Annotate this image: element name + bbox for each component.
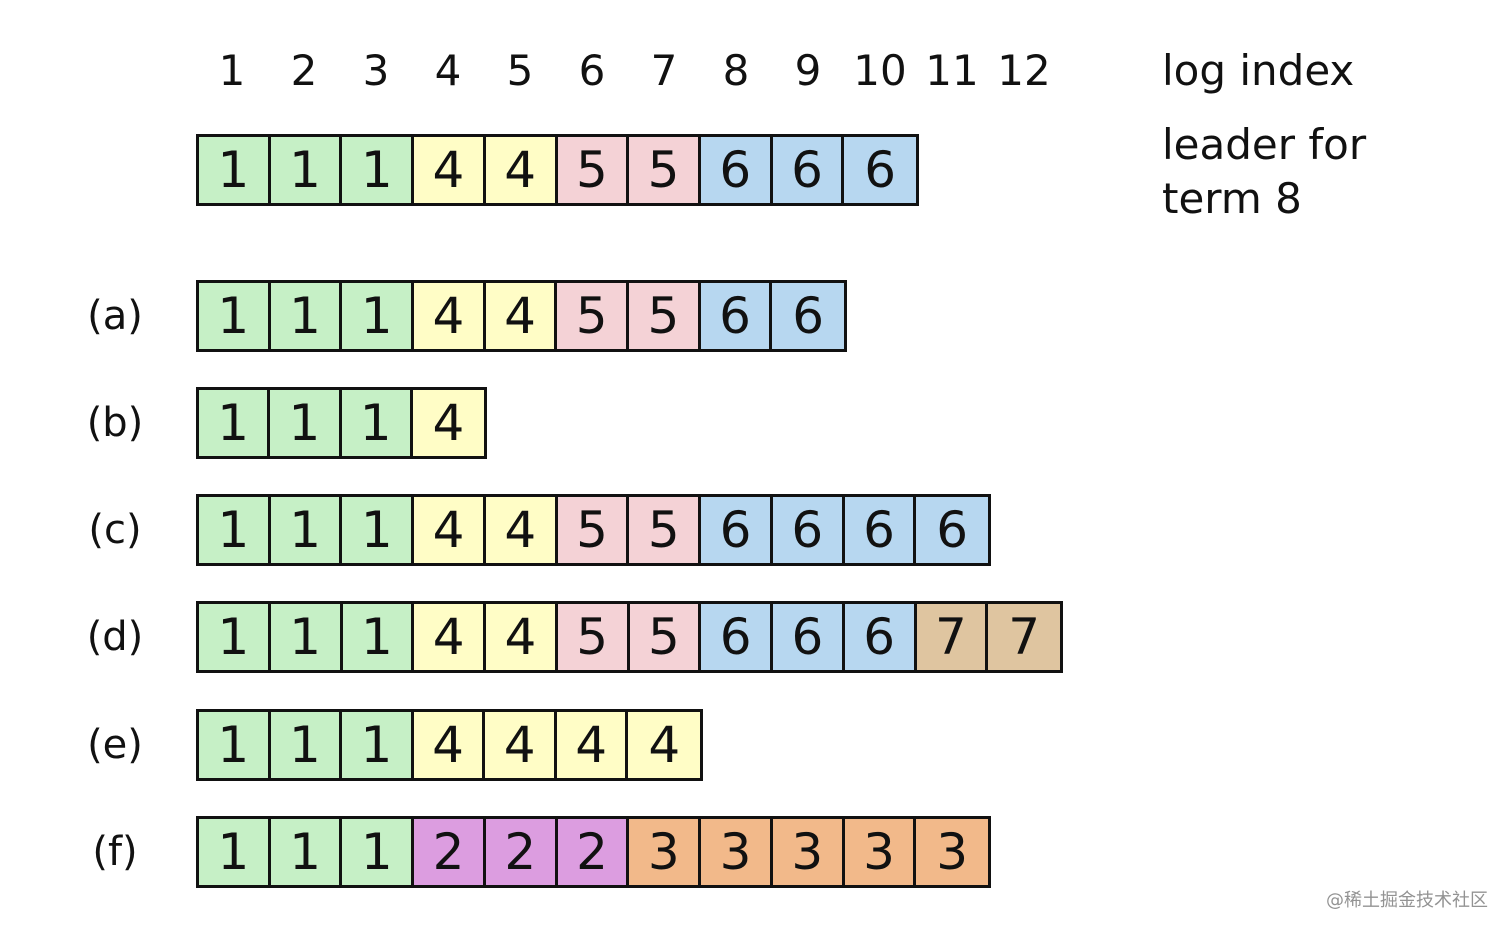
log-entry: 5 (629, 283, 701, 349)
log-entry: 1 (342, 497, 415, 563)
log-entry: 6 (772, 283, 845, 349)
log-index-number: 6 (578, 46, 606, 95)
log-entry: 1 (199, 283, 271, 349)
log-entry: 1 (342, 819, 415, 885)
log-entry: 6 (844, 137, 917, 203)
log-entry: 4 (413, 712, 486, 778)
log-entry: 7 (988, 604, 1060, 670)
log-entry: 3 (701, 819, 773, 885)
server-label: (c) (88, 507, 142, 553)
log-entry: 6 (773, 604, 845, 670)
server-label: (a) (87, 293, 143, 339)
log-entry: 1 (270, 712, 343, 778)
log-entry: 1 (270, 819, 343, 885)
log-entry: 1 (270, 137, 343, 203)
log-entry: 4 (414, 604, 486, 670)
log-entry: 2 (485, 819, 558, 885)
log-entry: 6 (701, 497, 773, 563)
log-entry: 1 (270, 604, 343, 670)
log-entry: 1 (270, 390, 342, 456)
log-entry: 7 (916, 604, 989, 670)
log-index-number: 10 (853, 46, 907, 95)
log-entry: 3 (844, 819, 917, 885)
server-label: (b) (86, 400, 144, 446)
log-entry: 1 (270, 497, 343, 563)
leader-term-label: leader for term 8 (1162, 120, 1367, 223)
server-label: (d) (86, 614, 144, 660)
log-entry: 3 (629, 819, 702, 885)
log-entry: 4 (485, 712, 557, 778)
log-entry: 5 (629, 137, 701, 203)
server-label: (f) (92, 829, 138, 875)
log-entry: 6 (772, 137, 845, 203)
log-entry: 1 (199, 819, 271, 885)
log-entry: 5 (557, 137, 630, 203)
log-entry: 1 (342, 604, 415, 670)
log-entry: 5 (629, 604, 702, 670)
log-index-label: log index (1162, 46, 1355, 95)
log-entry: 2 (557, 819, 630, 885)
log-entry: 1 (199, 712, 271, 778)
log-entry: 6 (772, 497, 845, 563)
log-entry: 6 (916, 497, 989, 563)
log-entry: 4 (414, 283, 486, 349)
log-entry: 6 (701, 604, 773, 670)
log-entry: 2 (414, 819, 486, 885)
log-index-number: 4 (434, 46, 462, 95)
log-entry: 1 (199, 137, 271, 203)
log-entry: 4 (412, 390, 485, 456)
log-entry: 5 (557, 283, 630, 349)
log-entry: 6 (700, 137, 773, 203)
log-index-number: 2 (290, 46, 318, 95)
log-entry: 4 (485, 283, 558, 349)
log-entry: 1 (199, 390, 271, 456)
log-entry: 1 (342, 137, 415, 203)
log-entry: 6 (844, 497, 917, 563)
log-entry: 4 (414, 497, 486, 563)
server-label: (e) (87, 722, 143, 768)
log-entry: 3 (916, 819, 989, 885)
log-entry: 1 (270, 283, 343, 349)
log-entry: 5 (557, 497, 630, 563)
log-index-number: 8 (722, 46, 750, 95)
log-entry: 1 (199, 604, 271, 670)
log-entry: 5 (629, 497, 702, 563)
log-entry: 4 (556, 712, 629, 778)
log-index-number: 9 (794, 46, 822, 95)
log-index-number: 7 (650, 46, 678, 95)
log-entry: 4 (485, 137, 558, 203)
log-entry: 6 (700, 283, 773, 349)
log-index-number: 11 (925, 46, 979, 95)
log-entry: 1 (342, 283, 415, 349)
log-index-number: 12 (997, 46, 1051, 95)
log-entry: 1 (342, 712, 414, 778)
watermark: @稀土掘金技术社区 (1326, 890, 1488, 911)
log-entry: 4 (628, 712, 701, 778)
log-index-number: 5 (506, 46, 534, 95)
log-index-number: 1 (218, 46, 246, 95)
log-entry: 1 (199, 497, 271, 563)
log-entry: 4 (485, 497, 558, 563)
log-entry: 3 (772, 819, 845, 885)
log-entry: 1 (341, 390, 413, 456)
log-entry: 4 (486, 604, 558, 670)
log-entry: 6 (844, 604, 917, 670)
log-entry: 4 (414, 137, 486, 203)
log-index-number: 3 (362, 46, 390, 95)
log-entry: 5 (557, 604, 630, 670)
